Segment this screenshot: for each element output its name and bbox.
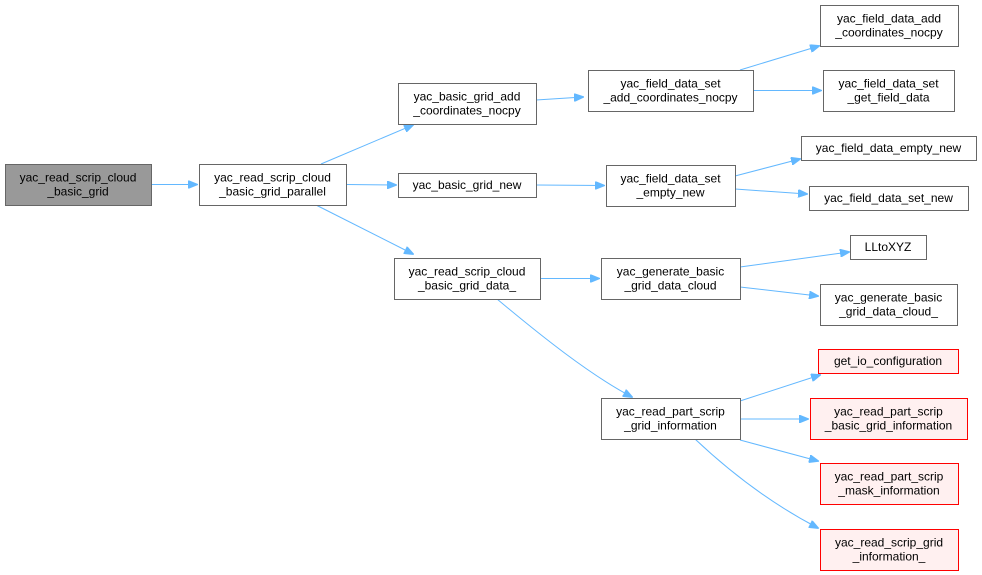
node-box <box>820 529 959 571</box>
node-box <box>823 70 955 112</box>
node-box <box>588 70 754 112</box>
node-label: get_io_configuration <box>834 354 942 368</box>
edges-layer <box>151 46 849 528</box>
node-label: yac_read_part_scrip <box>834 405 943 419</box>
node-box <box>820 284 958 326</box>
node-box <box>394 258 541 300</box>
edge-fds_empty_new-to-fds_new <box>734 188 807 194</box>
node-fd_empty_new[interactable]: yac_field_data_empty_new <box>801 136 977 161</box>
nodes-layer: yac_read_scrip_cloud_basic_gridyac_read_… <box>5 5 977 571</box>
node-label: yac_generate_basic <box>835 291 942 305</box>
node-part_basic_info[interactable]: yac_read_part_scrip_basic_grid_informati… <box>810 398 968 440</box>
node-label: LLtoXYZ <box>865 240 912 254</box>
edge-bg_new-to-fds_empty_new <box>535 185 604 186</box>
node-box <box>199 164 347 206</box>
node-gen_cloud_[interactable]: yac_generate_basic_grid_data_cloud_ <box>820 284 958 326</box>
node-label: _mask_information <box>837 484 939 498</box>
edge-fds_add_coords-to-fd_add_coords <box>739 46 819 71</box>
node-label: _grid_data_cloud <box>623 279 716 293</box>
node-bg_new[interactable]: yac_basic_grid_new <box>398 173 537 198</box>
node-root[interactable]: yac_read_scrip_cloud_basic_grid <box>5 164 152 206</box>
node-label: _get_field_data <box>846 91 929 105</box>
node-gen_cloud[interactable]: yac_generate_basic_grid_data_cloud <box>601 258 741 300</box>
node-label: _coordinates_nocpy <box>834 26 942 40</box>
edge-bg_add_coords-to-fds_add_coords <box>535 97 583 100</box>
node-label: yac_read_part_scrip <box>835 470 944 484</box>
edge-fds_empty_new-to-fd_empty_new <box>734 159 800 177</box>
node-grid_data[interactable]: yac_read_scrip_cloud_basic_grid_data_ <box>394 258 541 300</box>
node-label: yac_read_scrip_grid <box>835 536 943 550</box>
node-fds_empty_new[interactable]: yac_field_data_set_empty_new <box>606 165 736 207</box>
edge-gen_cloud-to-gen_cloud_ <box>739 286 818 296</box>
node-label: _grid_data_cloud_ <box>838 305 938 319</box>
node-part_mask_info[interactable]: yac_read_part_scrip_mask_information <box>820 463 959 505</box>
node-label: yac_generate_basic <box>617 265 724 279</box>
node-scrip_grid_info[interactable]: yac_read_scrip_grid_information_ <box>820 529 959 571</box>
node-label: _basic_grid_information <box>824 419 952 433</box>
node-box <box>601 398 741 440</box>
edge-parallel-to-grid_data <box>315 204 413 254</box>
node-box <box>398 173 537 198</box>
node-label: yac_read_scrip_cloud <box>20 171 137 185</box>
node-fds_get[interactable]: yac_field_data_set_get_field_data <box>823 70 955 112</box>
node-label: _empty_new <box>635 186 704 200</box>
node-box <box>818 349 959 374</box>
node-box <box>810 398 968 440</box>
node-label: yac_read_scrip_cloud <box>214 171 331 185</box>
edge-gen_cloud-to-lltoxyz <box>739 252 849 268</box>
node-label: _grid_information <box>623 419 717 433</box>
node-box <box>601 258 741 300</box>
node-label: _coordinates_nocpy <box>412 104 520 118</box>
node-label: yac_field_data_set <box>838 77 939 91</box>
node-box <box>850 235 927 260</box>
node-box <box>801 136 977 161</box>
node-box <box>820 5 959 47</box>
edge-part_info-to-scrip_grid_info <box>694 438 818 528</box>
node-parallel[interactable]: yac_read_scrip_cloud_basic_grid_parallel <box>199 164 347 206</box>
node-box <box>820 463 959 505</box>
node-label: _information_ <box>852 550 926 564</box>
edge-part_info-to-part_mask_info <box>739 439 818 461</box>
node-part_info[interactable]: yac_read_part_scrip_grid_information <box>601 398 741 440</box>
node-label: yac_field_data_empty_new <box>816 141 962 155</box>
node-label: _add_coordinates_nocpy <box>602 91 737 105</box>
node-label: yac_field_data_set <box>620 172 721 186</box>
node-label: yac_read_part_scrip <box>616 405 725 419</box>
edge-parallel-to-bg_new <box>345 185 396 186</box>
node-lltoxyz[interactable]: LLtoXYZ <box>850 235 927 260</box>
node-label: yac_read_scrip_cloud <box>409 265 526 279</box>
node-label: _basic_grid <box>46 185 108 199</box>
node-box <box>5 164 152 206</box>
node-label: _basic_grid_parallel <box>218 185 326 199</box>
node-label: yac_basic_grid_add <box>414 90 521 104</box>
node-fd_add_coords[interactable]: yac_field_data_add_coordinates_nocpy <box>820 5 959 47</box>
node-io_config[interactable]: get_io_configuration <box>818 349 959 374</box>
node-label: _basic_grid_data_ <box>417 279 516 293</box>
edge-grid_data-to-part_info <box>496 298 632 397</box>
node-box <box>398 83 537 125</box>
node-bg_add_coords[interactable]: yac_basic_grid_add_coordinates_nocpy <box>398 83 537 125</box>
node-label: yac_field_data_set_new <box>824 191 953 205</box>
node-fds_add_coords[interactable]: yac_field_data_set_add_coordinates_nocpy <box>588 70 754 112</box>
node-box <box>606 165 736 207</box>
node-label: yac_field_data_set <box>620 77 721 91</box>
edge-parallel-to-bg_add_coords <box>320 125 413 165</box>
node-fds_new[interactable]: yac_field_data_set_new <box>809 186 969 211</box>
node-box <box>809 186 969 211</box>
node-label: yac_basic_grid_new <box>413 178 522 192</box>
node-label: yac_field_data_add <box>837 12 941 26</box>
edge-part_info-to-io_config <box>739 375 820 402</box>
